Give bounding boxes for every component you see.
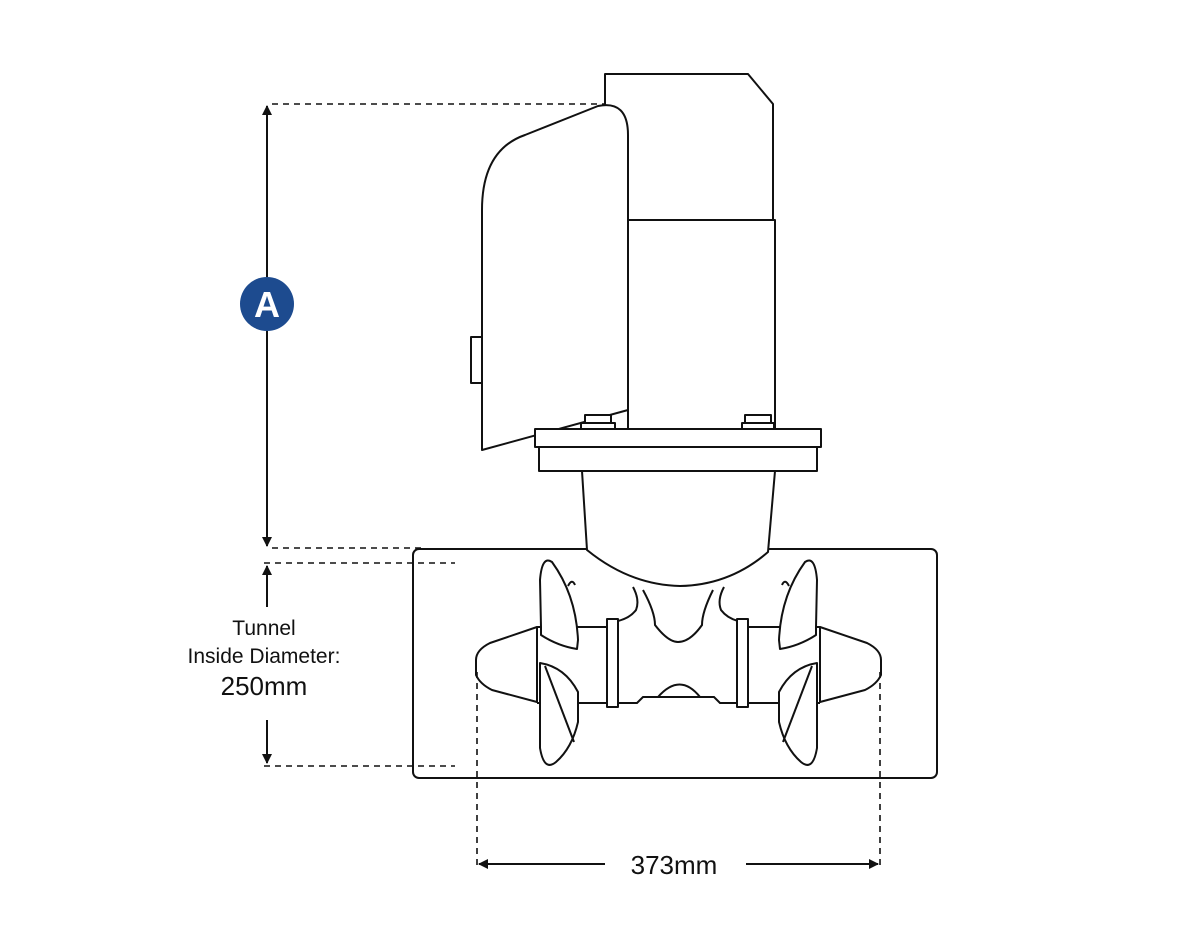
collar [606,618,619,708]
width-dimension: 373mm [476,672,881,880]
flange [534,428,822,448]
tunnel-label-line1: Tunnel [232,617,295,640]
collar [736,618,749,708]
gear-leg [581,470,776,587]
motor-cover [481,104,629,451]
flange-base [538,446,818,472]
dimension-a-label: A [254,284,280,325]
bolt [584,414,612,424]
blade [539,559,579,650]
blade [778,559,818,650]
tunnel-diameter-value: 250mm [221,671,308,701]
dimension-a-badge [240,277,294,331]
width-value: 373mm [631,850,718,880]
propeller-unit [475,559,882,766]
tunnel-diameter-dimension: Tunnel Inside Diameter: 250mm [188,562,455,767]
motor-assembly [470,73,822,472]
cover-tab [470,336,483,384]
blade [539,662,579,766]
height-dimension: A [240,103,604,549]
blade [778,662,818,766]
bolt [744,414,772,424]
tunnel-label-line2: Inside Diameter: [188,645,341,668]
